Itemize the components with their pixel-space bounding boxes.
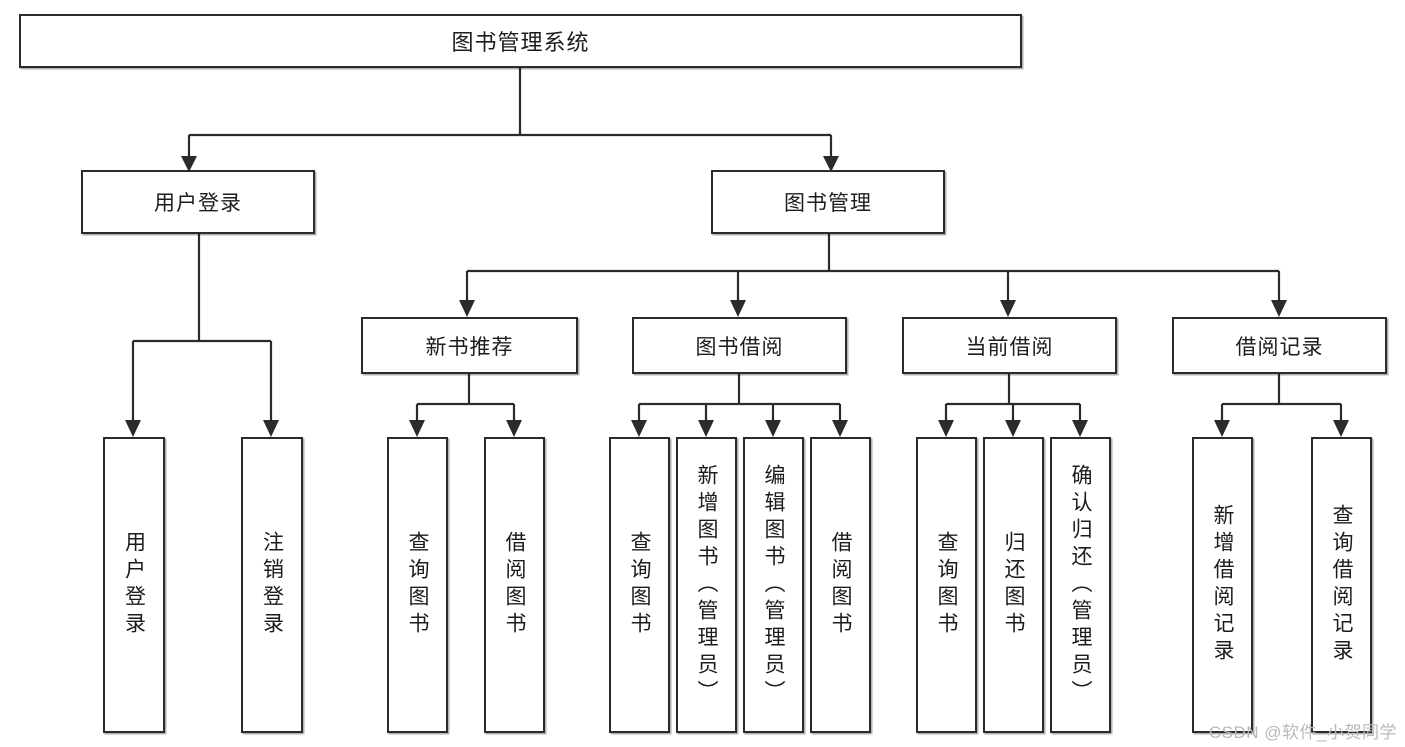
node-book-management[interactable]: 图书管理 [711, 170, 945, 234]
node-leaf-add-book-admin[interactable]: 新增图书（管理员） [676, 437, 737, 733]
node-label: 归还图书 [1002, 531, 1025, 639]
node-label: 新增图书（管理员） [695, 463, 718, 707]
node-label: 新书推荐 [425, 335, 514, 359]
node-leaf-confirm-return-admin[interactable]: 确认归还（管理员） [1050, 437, 1111, 733]
node-label: 图书管理 [784, 192, 872, 215]
node-leaf-query-books-current[interactable]: 查询图书 [916, 437, 977, 733]
node-user-login[interactable]: 用户登录 [81, 170, 315, 234]
node-leaf-logout[interactable]: 注销登录 [241, 437, 303, 733]
node-leaf-edit-book-admin[interactable]: 编辑图书（管理员） [743, 437, 804, 733]
node-current-borrowing[interactable]: 当前借阅 [902, 317, 1117, 374]
node-label: 用户登录 [154, 192, 242, 215]
node-label: 注销登录 [260, 531, 284, 639]
node-label: 查询图书 [935, 531, 958, 639]
node-leaf-user-login[interactable]: 用户登录 [103, 437, 165, 733]
node-label: 借阅图书 [503, 531, 526, 639]
node-leaf-query-books-borrowing[interactable]: 查询图书 [609, 437, 670, 733]
node-book-borrowing[interactable]: 图书借阅 [632, 317, 847, 374]
node-label: 借阅记录 [1235, 335, 1324, 359]
node-leaf-query-books-recommendation[interactable]: 查询图书 [387, 437, 448, 733]
node-label: 借阅图书 [829, 531, 852, 639]
node-label: 确认归还（管理员） [1069, 463, 1092, 707]
node-leaf-return-books[interactable]: 归还图书 [983, 437, 1044, 733]
node-label: 图书借阅 [695, 335, 784, 359]
node-root-book-management-system[interactable]: 图书管理系统 [19, 14, 1022, 68]
node-leaf-borrow-books-recommendation[interactable]: 借阅图书 [484, 437, 545, 733]
node-label: 查询图书 [406, 531, 429, 639]
node-leaf-query-borrow-record[interactable]: 查询借阅记录 [1311, 437, 1372, 733]
node-label: 编辑图书（管理员） [762, 463, 785, 707]
node-borrow-records[interactable]: 借阅记录 [1172, 317, 1387, 374]
node-label: 用户登录 [122, 531, 146, 639]
node-label: 当前借阅 [965, 335, 1054, 359]
node-leaf-add-borrow-record[interactable]: 新增借阅记录 [1192, 437, 1253, 733]
node-label: 查询图书 [628, 531, 651, 639]
node-label: 查询借阅记录 [1330, 504, 1353, 666]
node-new-book-recommendation[interactable]: 新书推荐 [361, 317, 578, 374]
node-label: 新增借阅记录 [1211, 504, 1234, 666]
node-leaf-borrow-books-borrowing[interactable]: 借阅图书 [810, 437, 871, 733]
node-label: 图书管理系统 [451, 30, 590, 55]
